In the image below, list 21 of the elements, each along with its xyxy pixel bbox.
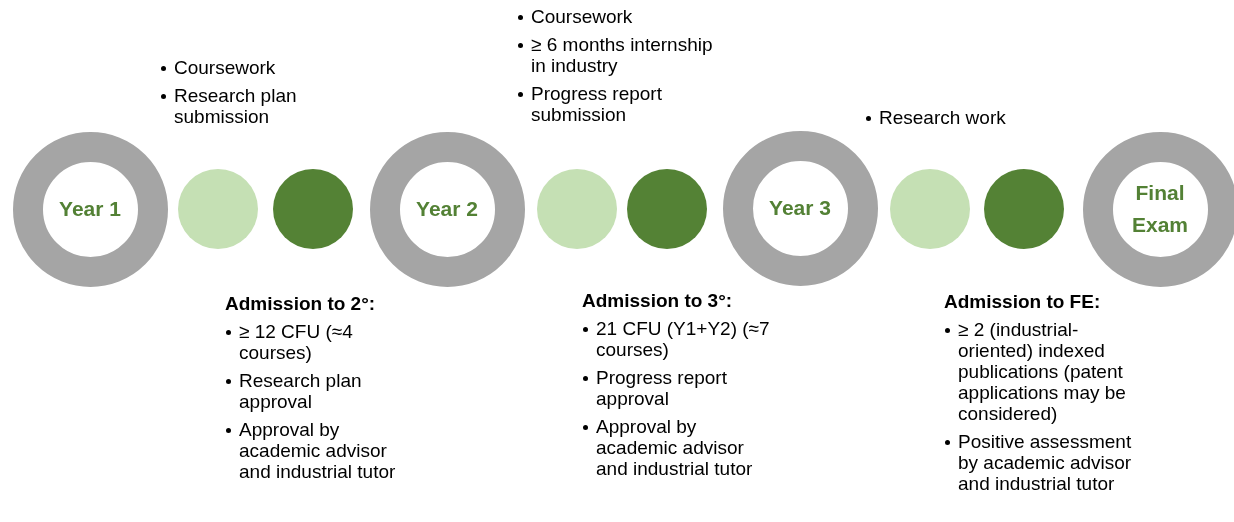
bullet-text: Progress report approval bbox=[596, 367, 727, 409]
year-label: Final Exam bbox=[1130, 180, 1189, 238]
section-heading: Admission to 2°: bbox=[225, 293, 377, 315]
bullet-text: Coursework bbox=[531, 6, 633, 27]
bullet-text: Coursework bbox=[174, 57, 276, 78]
bullet-text: Progress report submission bbox=[531, 83, 662, 125]
bullet-text: 21 CFU (Y1+Y2) (≈7 courses) bbox=[596, 318, 770, 360]
bullet-text: Approval by academic advisor and industrial tutor bbox=[596, 416, 753, 479]
bullet-text: Research plan approval bbox=[239, 370, 362, 412]
bullet-text: ≥ 2 (industrial-oriented) indexed publications (patent applications may be considered) bbox=[958, 319, 1126, 424]
bullet-text: ≥ 12 CFU (≈4 courses) bbox=[239, 321, 353, 363]
bullet-text: Approval by academic advisor and industrial tutor bbox=[239, 419, 396, 482]
section-heading: Admission to FE: bbox=[944, 291, 1102, 313]
year-label: Year 2 bbox=[415, 196, 479, 222]
section-heading: Admission to 3°: bbox=[582, 290, 734, 312]
year-label: Year 3 bbox=[768, 195, 832, 221]
bullet-text: Positive assessment by academic advisor and industrial tutor bbox=[958, 431, 1132, 494]
bullet-text: Research work bbox=[879, 107, 1006, 128]
bullet-text: ≥ 6 months internship in industry bbox=[531, 34, 713, 76]
bullet-text: Research plan submission bbox=[174, 85, 297, 127]
year-label: Year 1 bbox=[58, 196, 122, 222]
